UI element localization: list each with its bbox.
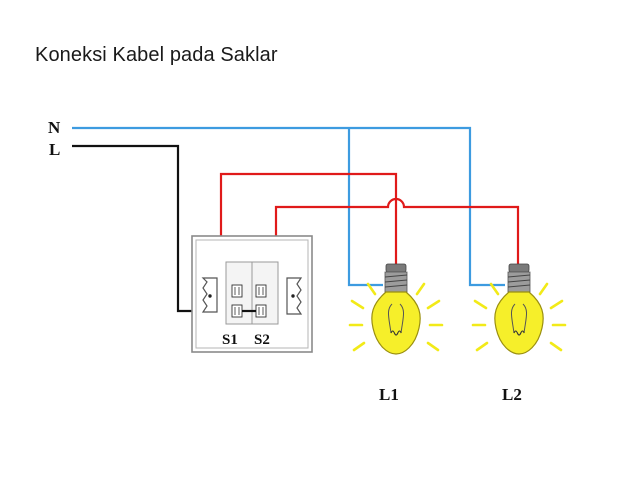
lamp-2 bbox=[471, 263, 567, 355]
switched-wire-lamp2 bbox=[260, 197, 520, 293]
line-label: L bbox=[49, 140, 60, 159]
switch1-label: S1 bbox=[222, 332, 238, 348]
page-title: Koneksi Kabel pada Saklar bbox=[35, 44, 278, 66]
lamp1-glow-rays bbox=[348, 282, 444, 352]
lamp2-glow-rays bbox=[471, 282, 567, 352]
lamp2-label: L2 bbox=[502, 385, 522, 404]
switch2-label: S2 bbox=[254, 332, 270, 348]
lamp-1 bbox=[348, 263, 444, 355]
lamp1-label: L1 bbox=[379, 385, 399, 404]
neutral-label: N bbox=[48, 118, 61, 137]
switch-box bbox=[191, 235, 313, 353]
